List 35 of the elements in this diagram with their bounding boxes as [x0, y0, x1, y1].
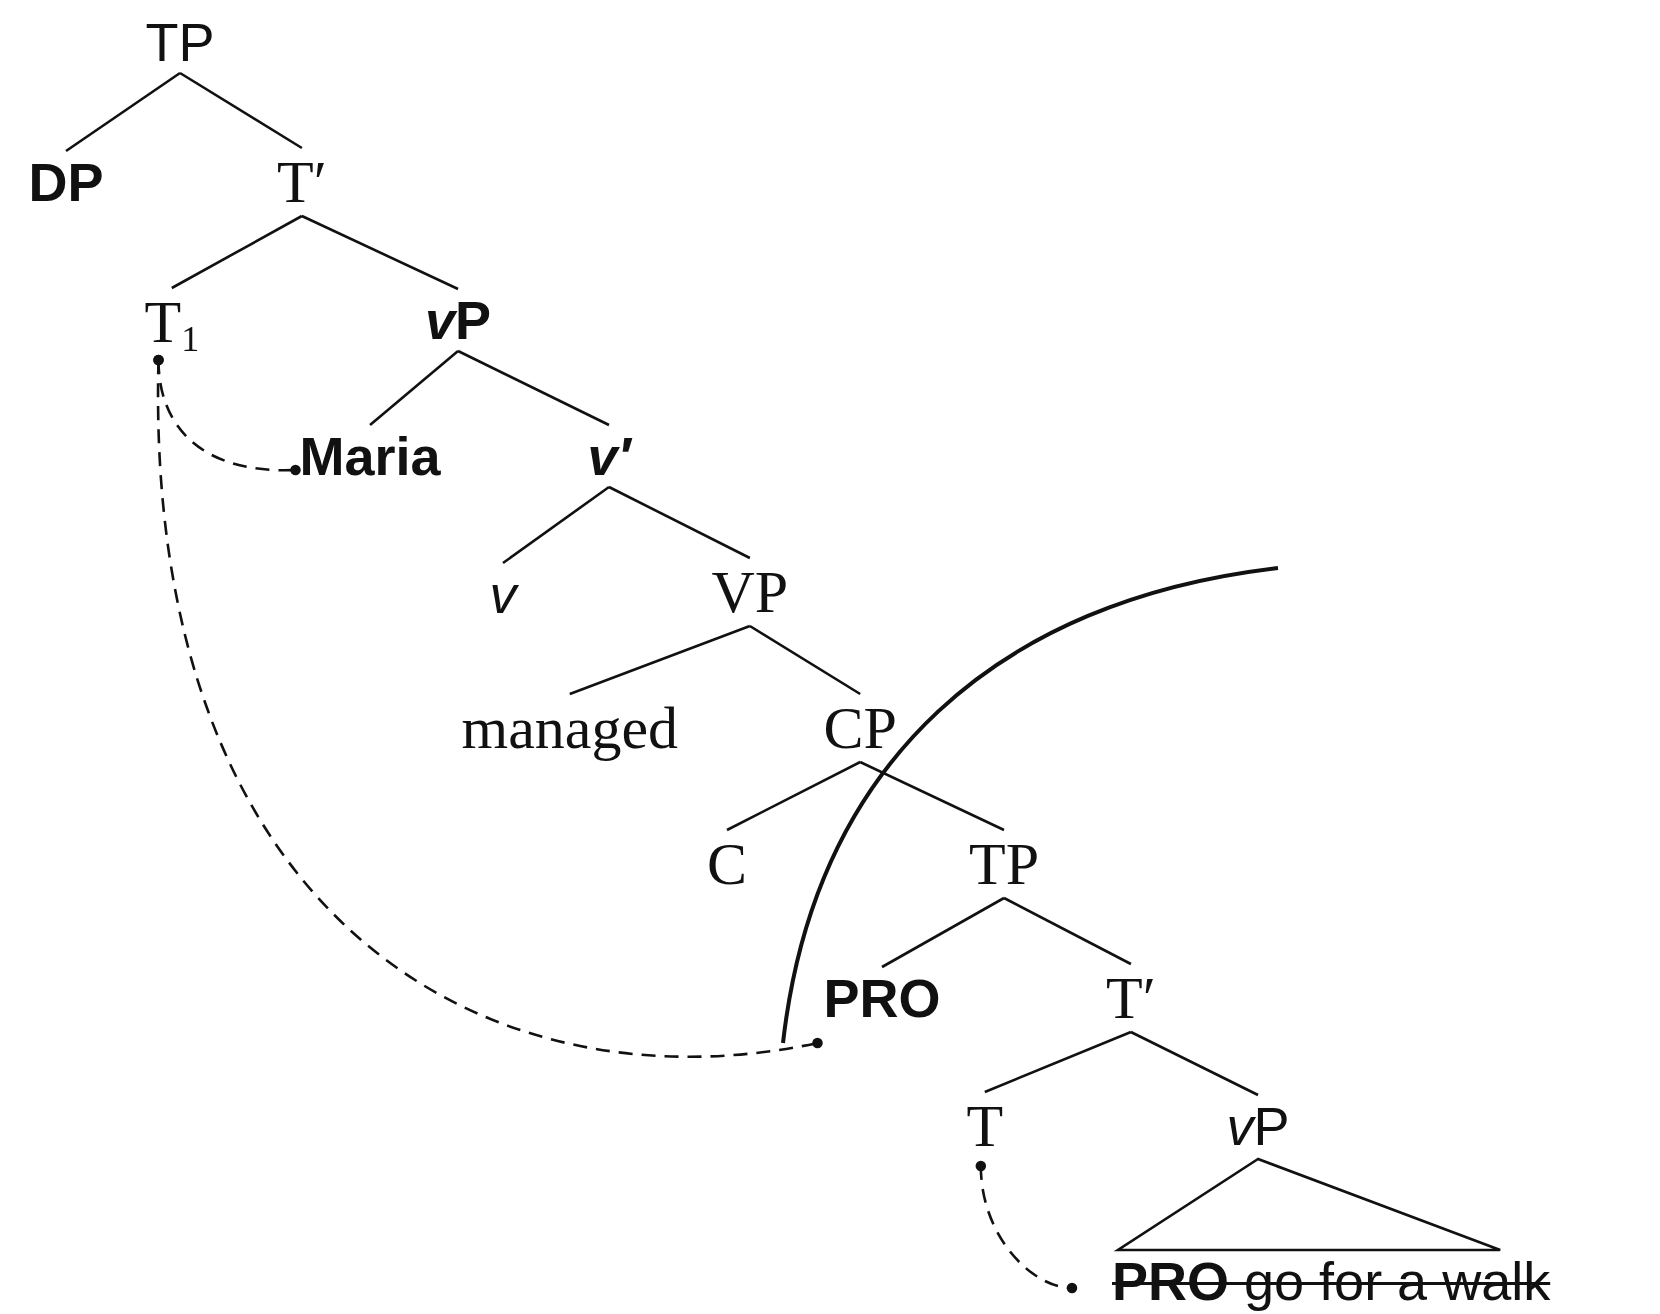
tree-node-label: v — [489, 567, 517, 621]
branch-line — [984, 1030, 1132, 1094]
tree-node-label: vP — [1226, 1099, 1290, 1153]
branch-line — [726, 760, 861, 832]
tree-node-label: T — [966, 1096, 1004, 1156]
tree-node-label: T′ — [277, 152, 327, 212]
tree-node-label: VP — [711, 562, 789, 622]
tree-node-label: T$_{1}$ — [144, 292, 200, 352]
branch-line — [881, 896, 1005, 969]
branch-line — [569, 624, 751, 696]
tree-node-label: T′ — [1106, 968, 1156, 1028]
tree-node-label: vP — [425, 293, 492, 347]
branch-line — [608, 485, 751, 560]
branch-line — [749, 624, 861, 696]
tree-node-label: C — [707, 834, 748, 894]
branch-line — [171, 214, 303, 290]
branch-line — [859, 760, 1005, 832]
branch-line — [457, 349, 610, 427]
tree-node-label: PRO — [823, 971, 941, 1025]
branch-line — [502, 485, 610, 565]
tree-node-label: CP — [823, 698, 897, 758]
tree-node-label: DP — [28, 155, 104, 209]
branch-line — [1130, 1030, 1259, 1097]
triangle-branch — [1113, 1157, 1502, 1252]
tree-node-label: v′ — [587, 429, 631, 483]
branch-line — [179, 71, 303, 150]
branch-line — [1003, 896, 1132, 966]
tree-node-label: TP — [969, 834, 1040, 894]
branch-line — [65, 71, 181, 153]
branch-line — [369, 350, 459, 426]
coindex-line — [975, 1160, 1078, 1294]
branch-line — [301, 214, 459, 291]
coindex-line — [153, 354, 823, 1057]
tree-node-label: Maria — [299, 429, 441, 483]
tree-node-label: TP — [145, 15, 215, 69]
